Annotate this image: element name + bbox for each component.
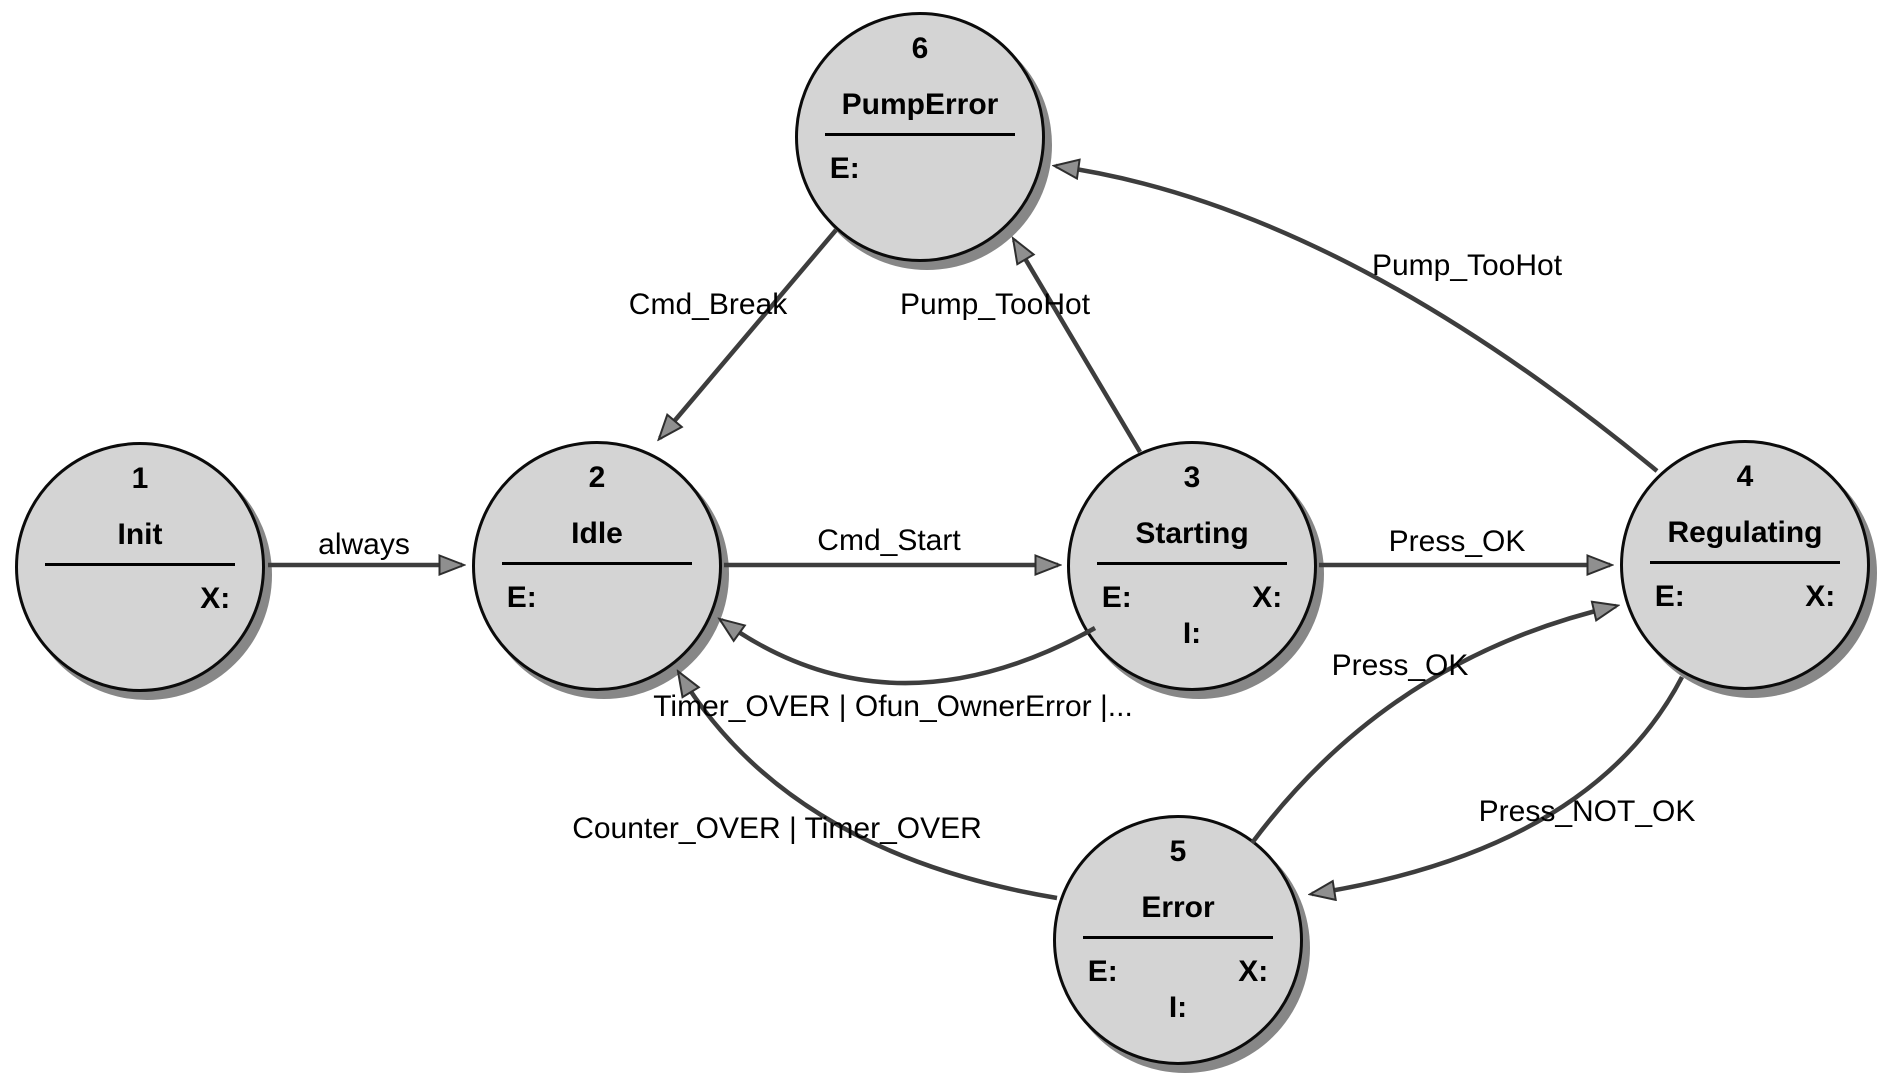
input-action-label: I: <box>1182 617 1202 650</box>
transition-label-press-not-ok: Press_NOT_OK <box>1478 795 1696 828</box>
edge-starting-idle-timer-over <box>721 620 1097 686</box>
transition-label-always: always <box>318 528 410 561</box>
entry-action-label: E: <box>506 581 537 614</box>
state-number: 6 <box>911 32 929 65</box>
state-divider <box>44 563 236 566</box>
state-divider <box>1649 561 1841 564</box>
exit-action-label: X: <box>1252 581 1283 614</box>
state-error: 5 Error E: X: I: <box>1053 815 1303 1065</box>
entry-action-label: E: <box>1654 580 1685 613</box>
exit-action-label: X: <box>1238 955 1269 988</box>
state-number: 5 <box>1169 835 1187 868</box>
exit-action-label: X: <box>200 582 231 615</box>
edge-regulating-error-press-not-ok <box>1312 675 1684 894</box>
state-name: Error <box>1141 891 1215 924</box>
transition-label-cmd-break: Cmd_Break <box>628 288 788 321</box>
state-number: 1 <box>131 462 149 495</box>
edge-pumperror-idle-cmd-break <box>660 228 838 438</box>
state-pumperror: 6 PumpError E: <box>795 12 1045 262</box>
state-divider <box>501 562 693 565</box>
state-number: 3 <box>1183 461 1201 494</box>
state-idle: 2 Idle E: <box>472 441 722 691</box>
entry-action-label: E: <box>829 152 860 185</box>
exit-action-label: X: <box>1805 580 1836 613</box>
state-number: 2 <box>588 461 606 494</box>
state-starting: 3 Starting E: X: I: <box>1067 441 1317 691</box>
transition-label-timer-over: Timer_OVER | Ofun_OwnerError |... <box>653 690 1133 723</box>
transition-label-press-ok: Press_OK <box>1388 525 1526 558</box>
edge-regulating-pumperror-pump-toohot <box>1056 166 1659 473</box>
entry-action-label: E: <box>1101 581 1132 614</box>
state-name: PumpError <box>841 88 999 121</box>
state-regulating: 4 Regulating E: X: <box>1620 440 1870 690</box>
entry-action-label: E: <box>1087 955 1118 988</box>
transition-label-counter-over: Counter_OVER | Timer_OVER <box>572 812 982 845</box>
transition-label-pump-toohot-2: Pump_TooHot <box>1371 249 1563 282</box>
state-init: 1 Init X: <box>15 442 265 692</box>
state-divider <box>824 133 1016 136</box>
transition-label-press-ok-error: Press_OK <box>1331 649 1469 682</box>
state-number: 4 <box>1736 460 1754 493</box>
transition-label-pump-toohot: Pump_TooHot <box>899 288 1091 321</box>
state-name: Init <box>117 518 163 551</box>
state-divider <box>1096 562 1288 565</box>
state-name: Idle <box>571 517 623 550</box>
edge-starting-pumperror-pump-toohot <box>1014 240 1142 454</box>
transition-label-cmd-start: Cmd_Start <box>817 524 961 557</box>
input-action-label: I: <box>1168 991 1188 1024</box>
state-name: Starting <box>1135 517 1249 550</box>
state-divider <box>1082 936 1274 939</box>
state-name: Regulating <box>1667 516 1823 549</box>
